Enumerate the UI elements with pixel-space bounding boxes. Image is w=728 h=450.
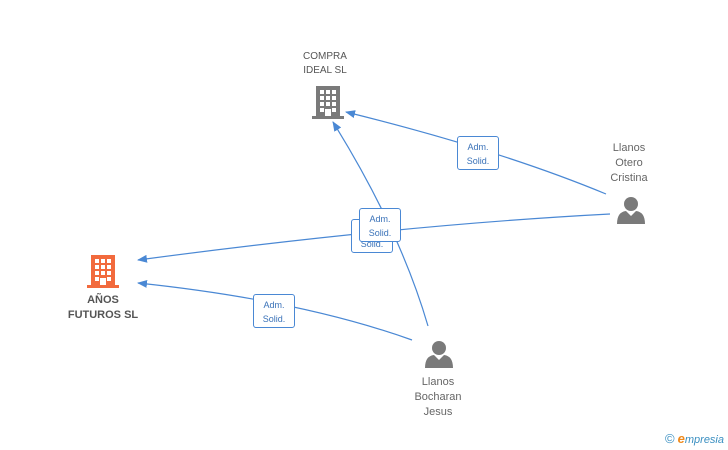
person-label-llanos-bocharan-jesus[interactable]: Llanos Bocharan Jesus [398, 375, 478, 420]
company-name-line: AÑOS [87, 294, 119, 306]
brand-initial: e [677, 431, 685, 446]
person-name-line: Bocharan [414, 391, 462, 403]
person-name-line: Llanos [612, 142, 646, 154]
empresia-watermark: ©empresia [665, 431, 724, 446]
copyright-symbol: © [665, 431, 675, 446]
relation-role: Adm. [263, 300, 285, 310]
relation-role: Adm. [467, 142, 489, 152]
person-icon[interactable] [617, 197, 645, 224]
person-name-line: Jesus [423, 406, 453, 418]
person-label-llanos-otero-cristina[interactable]: Llanos Otero Cristina [594, 141, 664, 186]
company-name-line: IDEAL SL [303, 65, 347, 76]
person-icon[interactable] [425, 341, 453, 368]
relation-role: Solid. [466, 156, 490, 166]
company-label-anos-futuros[interactable]: AÑOS FUTUROS SL [58, 293, 148, 323]
person-name-line: Llanos [421, 376, 455, 388]
building-icon-focus[interactable] [87, 255, 119, 288]
company-label-compra-ideal[interactable]: COMPRA IDEAL SL [288, 50, 362, 78]
relation-role: Solid. [360, 239, 384, 249]
company-name-line: FUTUROS SL [67, 309, 139, 321]
company-name-line: COMPRA [303, 51, 347, 62]
relation-role: Solid. [262, 314, 286, 324]
relation-badge[interactable]: Adm. Solid. [359, 208, 401, 242]
person-name-line: Otero [615, 157, 643, 169]
relation-badge[interactable]: Adm. Solid. [253, 294, 295, 328]
building-icon[interactable] [312, 86, 344, 119]
relation-role: Adm. [369, 214, 391, 224]
brand-name: mpresia [684, 434, 724, 446]
relation-role: Solid. [368, 228, 392, 238]
person-name-line: Cristina [610, 172, 648, 184]
relation-badge[interactable]: Adm. Solid. [457, 136, 499, 170]
